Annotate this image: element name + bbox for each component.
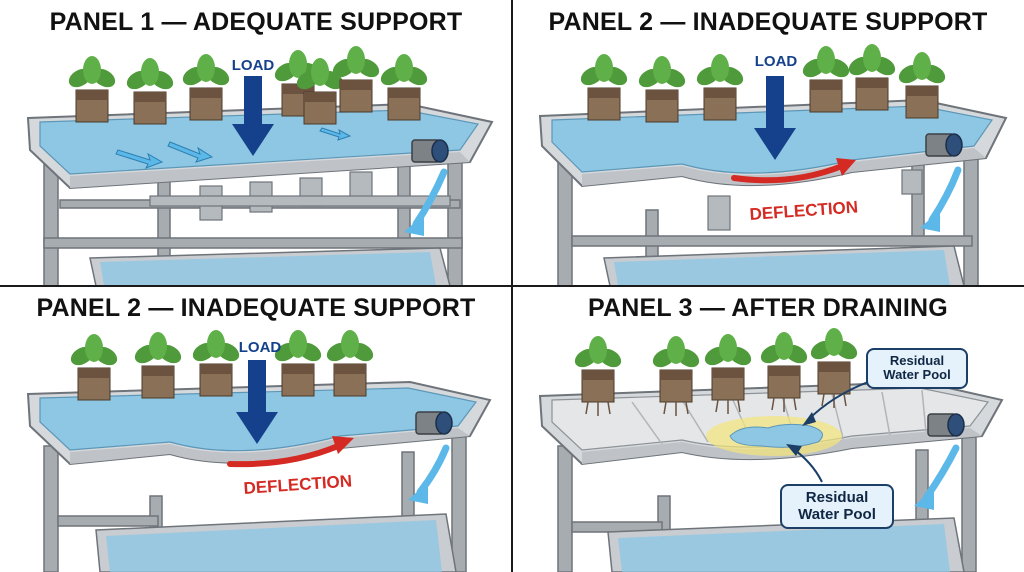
load-arrow xyxy=(754,76,796,160)
panel-2-illustration: LOAD DEFLECTION xyxy=(538,44,1008,286)
deflection-label: DEFLECTION xyxy=(749,197,859,224)
drain-arrow-head xyxy=(408,482,428,504)
residual-water-pool-callout-top: Residual Water Pool xyxy=(866,348,968,389)
deflection-arrow-head xyxy=(332,436,354,454)
callout-pointer-bottom-head xyxy=(786,444,802,456)
residual-water-pool-callout-bottom: Residual Water Pool xyxy=(780,484,894,529)
panel-1-illustration: LOAD xyxy=(26,46,494,286)
residual-water-pool xyxy=(706,416,842,456)
load-label: LOAD xyxy=(755,53,798,70)
deflection-arrow xyxy=(227,443,341,468)
support-crossbars xyxy=(707,169,923,231)
deflection-arrow-head xyxy=(836,158,856,176)
panel-2b-title: PANEL 2 — INADEQUATE SUPPORT xyxy=(36,294,476,322)
panel-1-title: PANEL 1 — ADEQUATE SUPPORT xyxy=(49,8,463,36)
panel-3-illustration xyxy=(538,328,1004,572)
panel-inadequate-support: LOAD DEFLECTION PANEL 2 — INADEQUATE SUP… xyxy=(512,0,1024,286)
deflection-arrow xyxy=(731,163,845,184)
callout-pointer-top-head xyxy=(802,412,816,426)
horizontal-divider xyxy=(0,285,1024,287)
drain-arrow-head xyxy=(404,214,424,236)
support-crossbars xyxy=(149,171,451,221)
drain-outlet xyxy=(925,133,963,157)
plant-row xyxy=(70,330,374,401)
drain-outlet xyxy=(411,139,449,163)
reservoir-tank xyxy=(603,245,965,286)
panel-2b-illustration: LOAD DEFLECTION xyxy=(26,330,492,572)
panel-inadequate-support-repeat: LOAD DEFLECTION PANEL 2 — INADEQUATE SUP… xyxy=(0,286,512,572)
drain-outlet xyxy=(415,411,453,435)
load-arrow xyxy=(236,360,278,444)
drain-arrow-head xyxy=(914,488,934,510)
plant-row xyxy=(574,328,858,416)
panel-adequate-support: LOAD PANEL 1 — ADEQUATE SUPPORT xyxy=(0,0,512,286)
plant-row xyxy=(68,46,428,125)
drain-outlet xyxy=(927,413,965,437)
panel-3-title: PANEL 3 — AFTER DRAINING xyxy=(588,294,948,322)
panel-2-title: PANEL 2 — INADEQUATE SUPPORT xyxy=(548,8,988,36)
flow-arrows xyxy=(115,127,352,169)
load-label: LOAD xyxy=(232,57,275,74)
panel-after-draining: PANEL 3 — AFTER DRAINING Residual Water … xyxy=(512,286,1024,572)
deflection-label: DEFLECTION xyxy=(243,471,353,498)
drain-arrow xyxy=(922,444,960,502)
load-label: LOAD xyxy=(239,339,282,356)
plant-row xyxy=(580,44,946,123)
reservoir-tank xyxy=(89,247,451,286)
reservoir-tank xyxy=(95,513,457,572)
load-arrow xyxy=(232,76,274,156)
drain-arrow-head xyxy=(920,210,940,232)
stand-frame xyxy=(557,139,979,286)
drain-arrow xyxy=(928,166,962,224)
drain-arrow xyxy=(416,444,450,496)
